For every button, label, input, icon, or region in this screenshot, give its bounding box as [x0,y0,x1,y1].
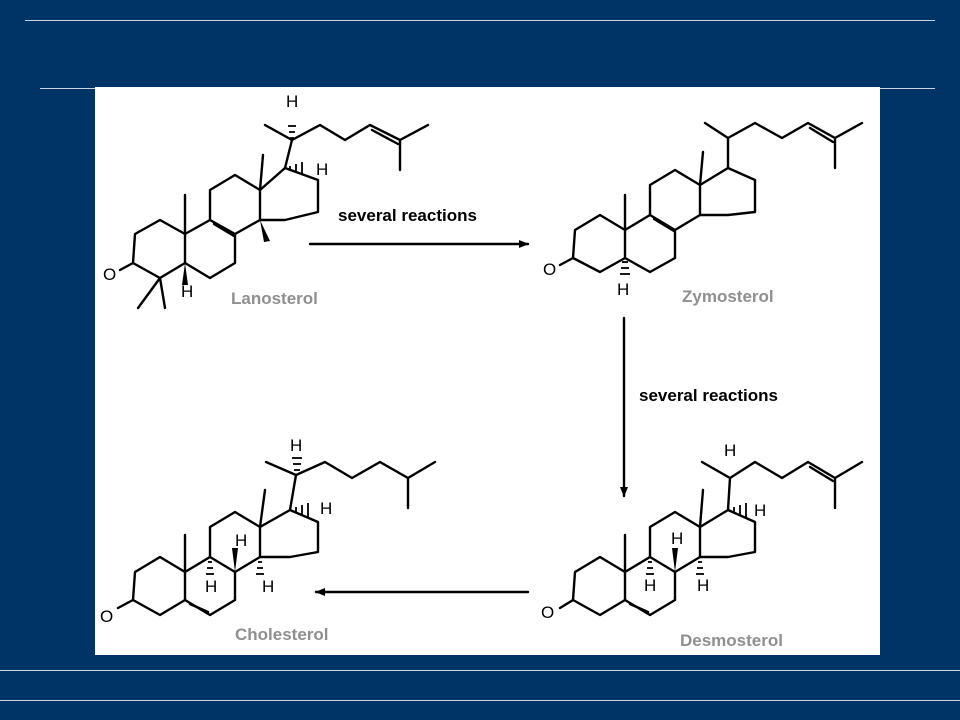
desmosterol-h-c17: H [754,501,766,520]
desmosterol-h-c20: H [724,441,736,460]
lanosterol-h-c5: H [181,282,193,301]
desmosterol-h-c14: H [697,576,709,595]
cholesterol-label: Cholesterol [235,625,329,644]
bottom-divider-line-2 [0,700,960,701]
reaction-label-2: several reactions [639,386,778,405]
cholesterol-h-c9: H [205,577,217,596]
desmosterol-h-c9: H [644,576,656,595]
cholesterol-h-c17: H [320,499,332,518]
cholesterol-h-c14: H [262,577,274,596]
lanosterol-structure: H H H O [103,92,430,310]
biosynthesis-diagram-panel: H H H O Lanosterol several reactions O H… [95,87,880,655]
cholesterol-structure: H H H H H O [100,436,437,626]
lanosterol-h-c17: H [316,160,328,179]
cholesterol-biosynthesis-diagram: H H H O Lanosterol several reactions O H… [100,92,864,650]
desmosterol-label: Desmosterol [680,631,783,650]
lanosterol-label: Lanosterol [231,289,318,308]
top-divider-line-1 [25,20,935,21]
reaction-label-1: several reactions [338,206,477,225]
zymosterol-label: Zymosterol [682,287,774,306]
cholesterol-h-c20: H [290,436,302,455]
desmosterol-h-c8: H [671,529,683,548]
cholesterol-h-c8: H [235,531,247,550]
bottom-divider-line-1 [0,670,960,671]
desmosterol-structure: H H H H H O [541,441,864,622]
desmosterol-oxygen: O [541,603,554,622]
cholesterol-oxygen: O [100,607,113,626]
zymosterol-oxygen: O [543,260,556,279]
zymosterol-h-c5: H [617,280,629,299]
lanosterol-oxygen: O [103,265,116,284]
lanosterol-h-c20: H [286,92,298,111]
zymosterol-structure: O H [543,121,864,299]
